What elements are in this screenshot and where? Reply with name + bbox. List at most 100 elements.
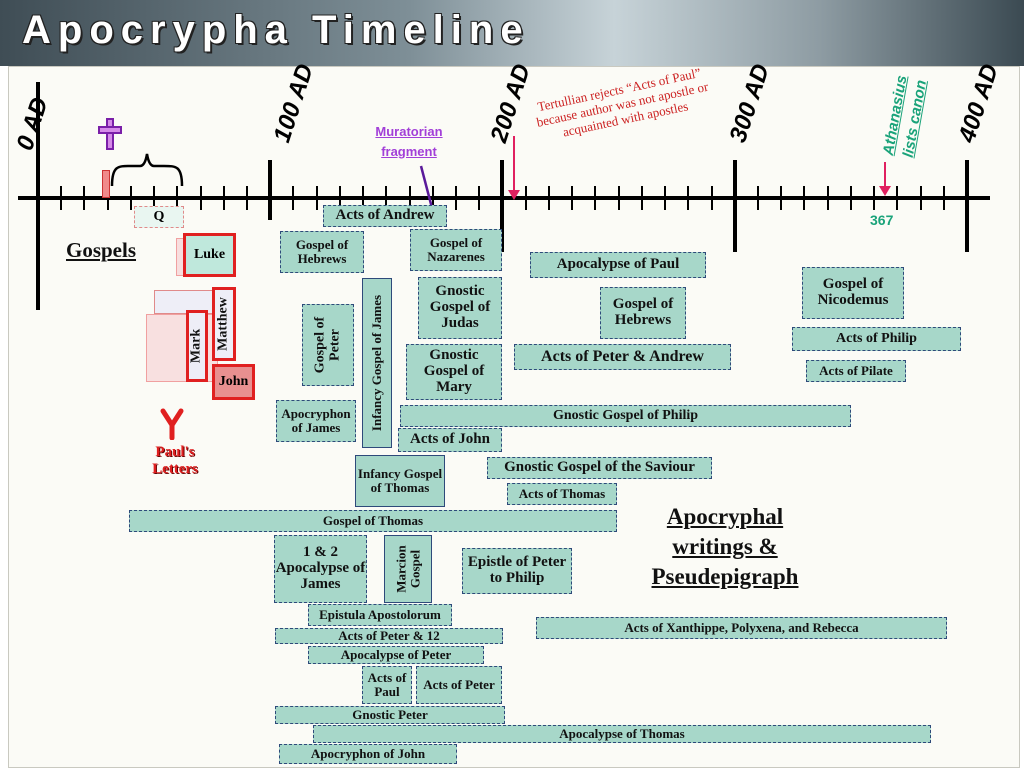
luke-label: Luke — [193, 247, 226, 262]
minor-tick — [710, 186, 713, 210]
minor-tick — [455, 186, 458, 210]
century-tick-300 — [733, 160, 737, 252]
writing-apocryphon-of-john: Apocryphon of John — [279, 744, 457, 764]
marcion-gospel-label: Marcion Gospel — [393, 545, 422, 593]
writing-acts-of-john: Acts of John — [398, 428, 502, 452]
century-tick-100 — [268, 160, 272, 220]
title-bar: Apocrypha Timeline — [0, 0, 1024, 66]
writing-epistle-of-peter-to-philip: Epistle of Peter to Philip — [462, 548, 572, 594]
writing-gospel-of-hebrews-early: Gospel of Hebrews — [280, 231, 364, 273]
minor-tick — [153, 186, 156, 210]
writing-gospel-of-nazarenes: Gospel of Nazarenes — [410, 229, 502, 271]
minor-tick — [83, 186, 86, 210]
muratorian-arrow — [419, 165, 434, 209]
writing-acts-of-paul: Acts of Paul — [362, 666, 412, 704]
minor-tick — [362, 186, 365, 210]
minor-tick — [246, 186, 249, 210]
writing-gnostic-gospel-of-philip: Gnostic Gospel of Philip — [400, 405, 851, 427]
century-tick-0 — [36, 82, 40, 310]
minor-tick — [896, 186, 899, 210]
minor-tick — [664, 186, 667, 210]
john-label: John — [218, 374, 249, 389]
slide-title: Apocrypha Timeline — [22, 8, 530, 52]
writing-acts-of-xanthippe: Acts of Xanthippe, Polyxena, and Rebecca — [536, 617, 947, 639]
infancy-gospel-of-james-label: Infancy Gospel of James — [369, 294, 385, 432]
writing-gnostic-peter: Gnostic Peter — [275, 706, 505, 724]
writing-marcion-gospel: Marcion Gospel — [384, 535, 432, 603]
minor-tick — [594, 186, 597, 210]
writing-gospel-of-nicodemus: Gospel of Nicodemus — [802, 267, 904, 319]
muratorian-annotation: Muratorian fragment — [375, 124, 443, 159]
writing-gospel-of-hebrews-late: Gospel of Hebrews — [600, 287, 686, 339]
writing-infancy-gospel-of-james: Infancy Gospel of James — [362, 278, 392, 448]
athanasius-arrow-line — [884, 162, 886, 188]
minor-tick — [873, 186, 876, 210]
writing-gospel-of-thomas: Gospel of Thomas — [129, 510, 617, 532]
minor-tick — [919, 186, 922, 210]
athanasius-arrow-head — [879, 186, 891, 196]
matthew-box: Matthew — [212, 287, 236, 361]
category-label: Apocryphal writings & Pseudepigraph — [651, 504, 799, 589]
timeline-axis — [18, 196, 990, 200]
mark-box: Mark — [186, 310, 208, 382]
minor-tick — [478, 186, 481, 210]
century-tick-200 — [500, 160, 504, 252]
q-label: Q — [153, 209, 165, 224]
writing-gnostic-gospel-of-judas: Gnostic Gospel of Judas — [418, 277, 502, 339]
writing-acts-of-peter-and-12: Acts of Peter & 12 — [275, 628, 503, 644]
writing-epistula-apostolorum: Epistula Apostolorum — [308, 604, 452, 626]
writing-acts-of-peter-and-andrew: Acts of Peter & Andrew — [514, 344, 731, 370]
writing-apocalypse-of-james: 1 & 2 Apocalypse of James — [274, 535, 367, 603]
minor-tick — [60, 186, 63, 210]
writing-apocalypse-of-thomas: Apocalypse of Thomas — [313, 725, 931, 743]
minor-tick — [640, 186, 643, 210]
matthew-label: Matthew — [215, 297, 231, 351]
minor-tick — [222, 186, 225, 210]
q-source-box: Q — [134, 206, 184, 228]
minor-tick — [315, 186, 318, 210]
minor-tick — [524, 186, 527, 210]
minor-tick — [292, 186, 295, 210]
minor-tick — [849, 186, 852, 210]
writing-apocalypse-of-paul: Apocalypse of Paul — [530, 252, 706, 278]
minor-tick — [780, 186, 783, 210]
minor-tick — [826, 186, 829, 210]
gospels-heading: Gospels — [66, 238, 137, 262]
minor-tick — [385, 186, 388, 210]
year-367-label: 367 — [870, 212, 894, 228]
minor-tick — [106, 186, 109, 210]
minor-tick — [687, 186, 690, 210]
minor-tick — [547, 186, 550, 210]
pauls-letters-label: Paul's Letters — [152, 444, 198, 477]
tertullian-arrow-line — [513, 136, 515, 194]
minor-tick — [942, 186, 945, 210]
minor-tick — [408, 186, 411, 210]
minor-tick — [338, 186, 341, 210]
luke-box: Luke — [183, 233, 236, 277]
minor-tick — [571, 186, 574, 210]
john-box: John — [212, 364, 255, 400]
century-tick-400 — [965, 160, 969, 252]
oral-tradition-brace — [110, 153, 184, 187]
writing-apocryphon-of-james: Apocryphon of James — [276, 400, 356, 442]
writing-acts-of-philip: Acts of Philip — [792, 327, 961, 351]
crucifixion-marker — [102, 170, 110, 198]
writing-gospel-of-peter: Gospel of Peter — [302, 304, 354, 386]
writing-acts-of-andrew: Acts of Andrew — [323, 205, 447, 227]
minor-tick — [129, 186, 132, 210]
minor-tick — [199, 186, 202, 210]
minor-tick — [431, 186, 434, 210]
writing-acts-of-pilate: Acts of Pilate — [806, 360, 906, 382]
gospel-of-peter-label: Gospel of Peter — [312, 316, 342, 374]
minor-tick — [803, 186, 806, 210]
writing-gnostic-gospel-of-mary: Gnostic Gospel of Mary — [406, 344, 502, 400]
minor-tick — [617, 186, 620, 210]
writing-apocalypse-of-peter: Apocalypse of Peter — [308, 646, 484, 664]
minor-tick — [756, 186, 759, 210]
pauls-letters-icon — [160, 408, 184, 440]
writing-gnostic-gospel-of-the-saviour: Gnostic Gospel of the Saviour — [487, 457, 712, 479]
mark-label: Mark — [188, 328, 204, 364]
writing-infancy-gospel-of-thomas: Infancy Gospel of Thomas — [355, 455, 445, 507]
tertullian-arrow-head — [508, 190, 520, 200]
